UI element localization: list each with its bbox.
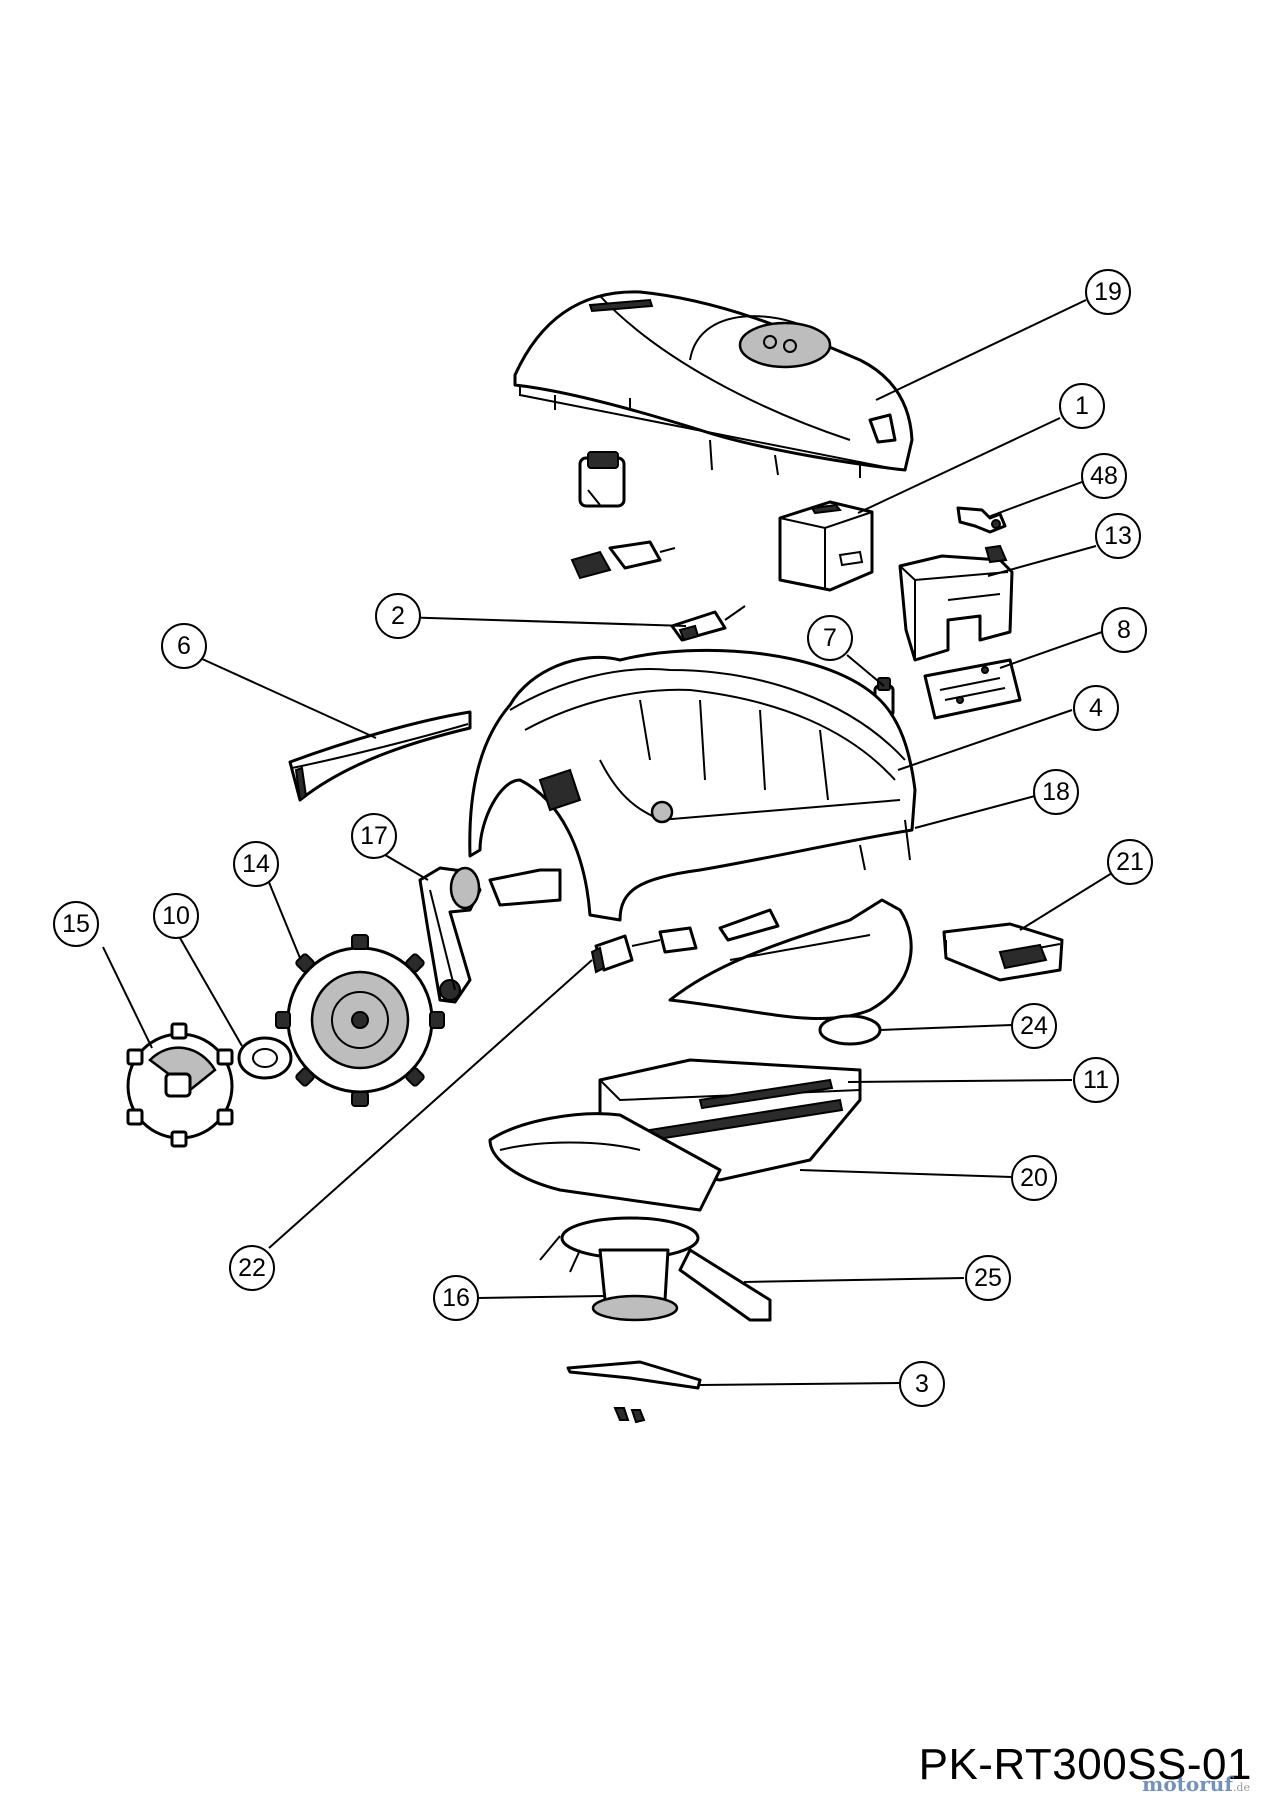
- callout-number: 13: [1104, 522, 1132, 550]
- callout-number: 22: [238, 1254, 266, 1282]
- callout-13: 13: [1095, 513, 1141, 559]
- part-height-knob: [590, 908, 780, 974]
- drawing-code: PK-RT300SS-01: [918, 1740, 1252, 1789]
- callout-number: 15: [62, 910, 90, 938]
- part-chassis: [468, 648, 917, 922]
- part-key: [956, 506, 1007, 534]
- part-callouts: 19 1 48 13 2 7 8 6 4 18 17 14 10 15 21 2…: [53, 269, 1153, 1407]
- callout-20: 20: [1011, 1155, 1057, 1201]
- watermark-brand: motoruf: [1142, 1772, 1233, 1796]
- callout-21: 21: [1107, 839, 1153, 885]
- callout-8: 8: [1101, 607, 1147, 653]
- callout-number: 6: [177, 632, 191, 660]
- callout-17: 17: [351, 813, 397, 859]
- callout-number: 19: [1094, 278, 1122, 306]
- part-small-connector: [570, 540, 676, 580]
- callout-number: 1: [1075, 392, 1089, 420]
- part-height-frame: [488, 1058, 862, 1212]
- callout-number: 3: [915, 1370, 929, 1398]
- callout-7: 7: [807, 615, 853, 661]
- callout-19: 19: [1085, 269, 1131, 315]
- leader-lines: [102, 299, 1113, 1386]
- callout-number: 20: [1020, 1164, 1048, 1192]
- part-top-cover: [513, 290, 914, 478]
- callout-number: 11: [1083, 1066, 1109, 1094]
- callout-4: 4: [1073, 685, 1119, 731]
- callout-number: 21: [1116, 848, 1144, 876]
- callout-22: 22: [229, 1245, 275, 1291]
- callout-6: 6: [161, 623, 207, 669]
- callout-15: 15: [53, 901, 99, 947]
- callout-2: 2: [375, 593, 421, 639]
- callout-number: 10: [162, 902, 190, 930]
- callout-number: 24: [1020, 1012, 1048, 1040]
- part-motor-assembly: [418, 866, 482, 1004]
- part-cutter-housing: [668, 898, 913, 1046]
- callout-number: 2: [391, 602, 405, 630]
- callout-number: 8: [1117, 616, 1131, 644]
- callout-10: 10: [153, 893, 199, 939]
- callout-number: 48: [1090, 462, 1118, 490]
- callout-3: 3: [899, 1361, 945, 1407]
- callout-11: 11: [1073, 1057, 1119, 1103]
- callout-number: 18: [1042, 778, 1070, 806]
- callout-number: 25: [974, 1264, 1002, 1292]
- part-charging-contact: [942, 922, 1064, 982]
- callout-number: 14: [242, 850, 270, 878]
- part-wheel-cap: [126, 1022, 234, 1148]
- callout-1: 1: [1059, 383, 1105, 429]
- part-bracket: [898, 544, 1014, 662]
- callout-number: 4: [1089, 694, 1103, 722]
- part-small-switch: [578, 451, 626, 508]
- watermark-suffix: .de: [1232, 1781, 1250, 1794]
- callout-14: 14: [233, 841, 279, 887]
- part-wheel: [275, 934, 445, 1107]
- callout-number: 7: [823, 624, 837, 652]
- callout-number: 17: [360, 822, 388, 850]
- callout-16: 16: [433, 1275, 479, 1321]
- callout-18: 18: [1033, 769, 1079, 815]
- watermark-logo: motoruf.de: [1142, 1772, 1250, 1796]
- callout-48: 48: [1081, 453, 1127, 499]
- callout-24: 24: [1011, 1003, 1057, 1049]
- part-hub-ring: [237, 1036, 293, 1080]
- callout-number: 16: [442, 1284, 470, 1312]
- part-cable: [670, 605, 746, 642]
- part-blade: [566, 1360, 702, 1424]
- part-drawings: [126, 290, 1064, 1424]
- callout-25: 25: [965, 1255, 1011, 1301]
- part-battery-box: [778, 500, 874, 592]
- part-circuit-board: [923, 658, 1022, 720]
- part-blade-holder: [539, 1216, 772, 1322]
- part-side-trim: [288, 710, 472, 802]
